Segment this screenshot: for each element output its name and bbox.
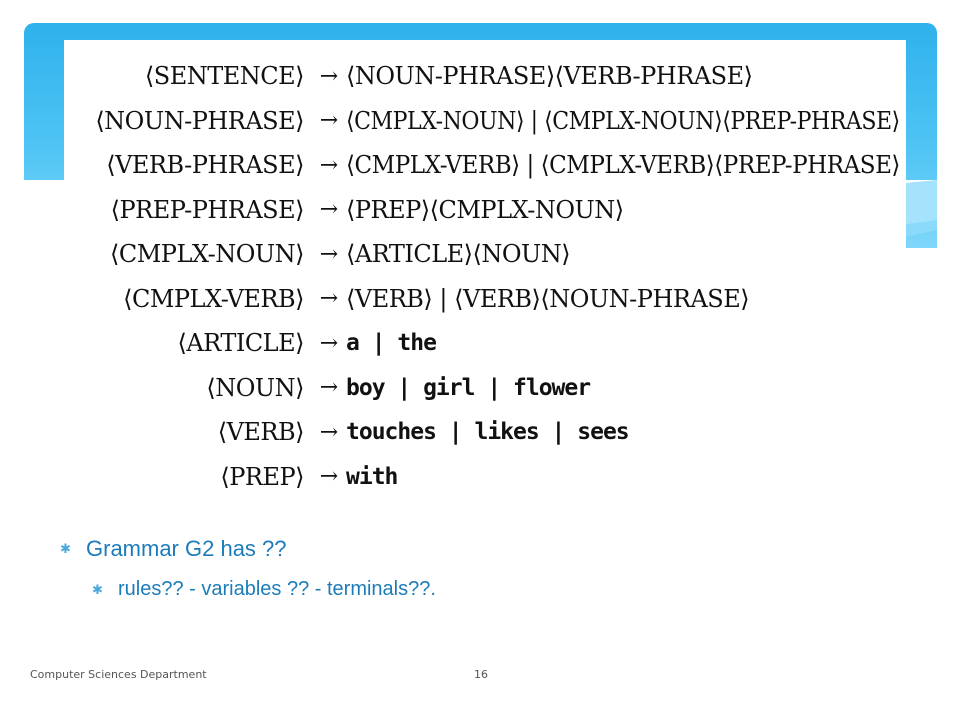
- rule-arrow: →: [319, 375, 339, 400]
- rule-arrow: →: [319, 152, 339, 178]
- bullet-main-text: Grammar G2 has ??: [86, 536, 287, 561]
- grammar-rule: ⟨CMPLX-VERB⟩ → ⟨VERB⟩ | ⟨VERB⟩⟨NOUN-PHRASE…: [64, 279, 906, 319]
- rule-arrow: →: [319, 330, 339, 356]
- rule-lhs: ⟨PREP-PHRASE⟩: [110, 195, 305, 224]
- rule-arrow: →: [319, 286, 339, 311]
- rule-lhs: ⟨NOUN-PHRASE⟩: [95, 106, 304, 135]
- bullet-star-icon: ✱: [60, 541, 71, 556]
- rule-lhs: ⟨CMPLX-VERB⟩: [123, 284, 304, 313]
- bullet-list: ✱ Grammar G2 has ?? ✱ rules?? - variable…: [60, 536, 436, 601]
- grammar-rule: ⟨VERB⟩ → touches | likes | sees: [64, 412, 906, 452]
- rule-rhs: ⟨NOUN-PHRASE⟩⟨VERB-PHRASE⟩: [346, 62, 753, 90]
- rule-rhs: with: [346, 463, 398, 490]
- rule-rhs: ⟨CMPLX-VERB⟩ | ⟨CMPLX-VERB⟩⟨PREP-PHRASE⟩: [346, 151, 900, 179]
- grammar-rule: ⟨PREP-PHRASE⟩ → ⟨PREP⟩⟨CMPLX-NOUN⟩: [64, 190, 906, 230]
- grammar-rule: ⟨CMPLX-NOUN⟩ → ⟨ARTICLE⟩⟨NOUN⟩: [64, 234, 906, 274]
- grammar-rule: ⟨NOUN-PHRASE⟩ → ⟨CMPLX-NOUN⟩ | ⟨CMPLX-NOUN…: [64, 101, 906, 141]
- rule-rhs: boy | girl | flower: [346, 374, 591, 401]
- rule-lhs: ⟨CMPLX-NOUN⟩: [110, 240, 305, 268]
- grammar-rule: ⟨ARTICLE⟩ → a | the: [64, 323, 906, 363]
- rule-arrow: →: [319, 63, 339, 89]
- bullet-sub: ✱ rules?? - variables ?? - terminals??.: [92, 578, 436, 601]
- rule-rhs: a | the: [346, 330, 437, 356]
- footer-department: Computer Sciences Department: [30, 668, 207, 681]
- rule-arrow: →: [319, 419, 339, 445]
- rule-lhs: ⟨ARTICLE⟩: [177, 329, 304, 357]
- rule-arrow: →: [319, 108, 339, 133]
- grammar-image: ⟨SENTENCE⟩→⟨NOUN-PHRASE⟩⟨VERB-PHRASE⟩⟨NO…: [64, 40, 906, 502]
- page-number: 16: [474, 668, 488, 681]
- rule-rhs: touches | likes | sees: [346, 419, 630, 445]
- rule-lhs: ⟨PREP⟩: [220, 462, 304, 491]
- grammar-rule: ⟨PREP⟩ → with: [64, 457, 906, 497]
- bullet-sub-text: rules?? - variables ?? - terminals??.: [118, 578, 436, 600]
- rule-rhs: ⟨VERB⟩ | ⟨VERB⟩⟨NOUN-PHRASE⟩: [346, 284, 750, 313]
- rule-rhs: ⟨CMPLX-NOUN⟩ | ⟨CMPLX-NOUN⟩⟨PREP-PHRASE⟩: [346, 106, 900, 135]
- rule-lhs: ⟨NOUN⟩: [206, 373, 304, 402]
- rule-lhs: ⟨VERB⟩: [217, 418, 305, 446]
- rule-arrow: →: [319, 464, 339, 489]
- rule-rhs: ⟨PREP⟩⟨CMPLX-NOUN⟩: [346, 195, 624, 224]
- rule-arrow: →: [319, 241, 339, 267]
- grammar-rule: ⟨NOUN⟩ → boy | girl | flower: [64, 368, 906, 408]
- grammar-rule: ⟨VERB-PHRASE⟩ → ⟨CMPLX-VERB⟩ | ⟨CMPLX-VERB…: [64, 145, 906, 185]
- bullet-main: ✱ Grammar G2 has ??: [60, 536, 436, 562]
- rule-lhs: ⟨VERB-PHRASE⟩: [106, 151, 304, 179]
- rule-rhs: ⟨ARTICLE⟩⟨NOUN⟩: [346, 240, 571, 268]
- grammar-rule: ⟨SENTENCE⟩ → ⟨NOUN-PHRASE⟩⟨VERB-PHRASE⟩: [64, 56, 906, 96]
- rule-arrow: →: [319, 197, 339, 222]
- rule-lhs: ⟨SENTENCE⟩: [144, 62, 305, 90]
- bullet-star-icon: ✱: [92, 581, 103, 597]
